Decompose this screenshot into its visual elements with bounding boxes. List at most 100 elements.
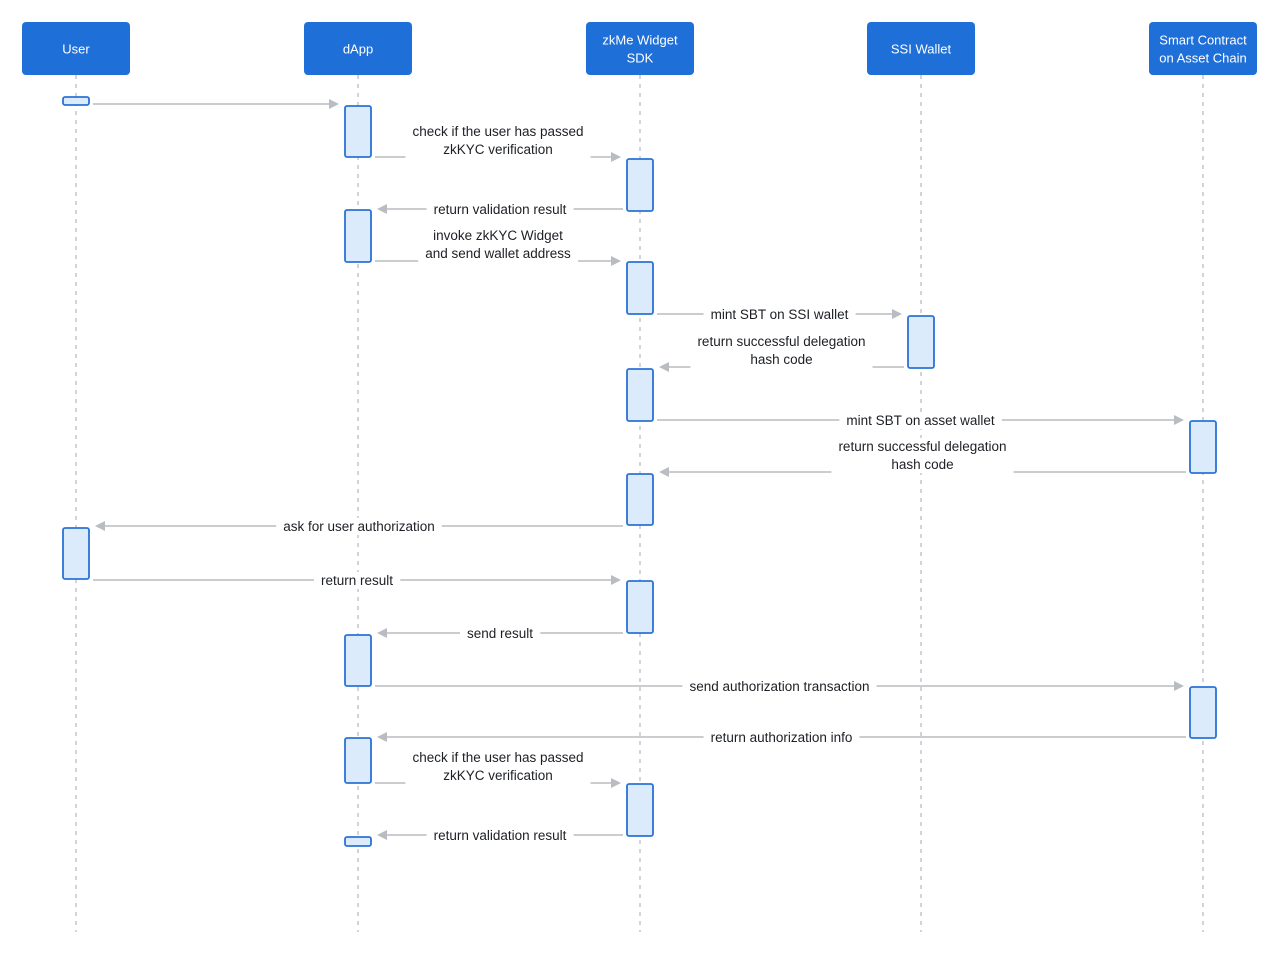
message-label: check if the user has passed zkKYC verifi…: [405, 123, 591, 158]
message-text: return successful delegation: [838, 439, 1006, 454]
message-label: return successful delegation hash code: [831, 438, 1014, 473]
message-2: check if the user has passed zkKYC verifi…: [375, 123, 621, 162]
arrow-head-icon: [659, 362, 669, 372]
message-label-background: [459, 625, 541, 642]
participant-label: dApp: [343, 42, 373, 57]
message-label: send authorization transaction: [682, 678, 877, 695]
message-3: return validation result: [377, 201, 623, 218]
participant-label: on Asset Chain: [1159, 51, 1246, 66]
message-11: send result: [377, 625, 623, 642]
message-10: return result: [93, 572, 621, 589]
message-label: send result: [459, 625, 541, 642]
participant-ssi: SSI Wallet: [867, 22, 975, 75]
message-text: zkKYC verification: [443, 768, 553, 783]
message-text: hash code: [750, 352, 812, 367]
activation-bar-ssi: [907, 315, 935, 369]
arrow-head-icon: [611, 152, 621, 162]
activation-bar-user: [62, 96, 90, 106]
message-label-background: [703, 306, 856, 323]
message-1: [93, 99, 339, 109]
arrow-head-icon: [611, 575, 621, 585]
arrow-head-icon: [611, 778, 621, 788]
arrow-head-icon: [95, 521, 105, 531]
message-label-background: [426, 201, 574, 218]
activation-bar-dapp: [344, 105, 372, 158]
participant-box: [586, 22, 694, 75]
participant-box: [867, 22, 975, 75]
activation-bar-sdk: [626, 783, 654, 837]
participant-label: SSI Wallet: [891, 42, 952, 57]
message-text: check if the user has passed: [412, 124, 583, 139]
message-label-background: [831, 438, 1014, 473]
message-label-background: [405, 749, 591, 784]
message-label: invoke zkKYC Widget and send wallet addre…: [418, 227, 579, 262]
participant-box: [304, 22, 412, 75]
activation-bar-dapp: [344, 836, 372, 847]
message-text: send result: [467, 626, 533, 641]
participant-box: [22, 22, 130, 75]
message-14: check if the user has passed zkKYC verifi…: [375, 749, 621, 788]
message-label-background: [276, 518, 442, 535]
participant-label: Smart Contract: [1159, 33, 1247, 48]
activation-bar-contract: [1189, 686, 1217, 739]
message-text: and send wallet address: [425, 246, 571, 261]
message-text: mint SBT on SSI wallet: [711, 307, 849, 322]
message-label-background: [682, 678, 877, 695]
message-label: ask for user authorization: [276, 518, 442, 535]
message-text: invoke zkKYC Widget: [433, 228, 563, 243]
message-13: return authorization info: [377, 729, 1186, 746]
message-6: return successful delegation hash code: [659, 333, 904, 372]
arrow-head-icon: [1174, 681, 1184, 691]
message-text: return validation result: [434, 828, 567, 843]
activation-bar-sdk: [626, 261, 654, 315]
arrow-head-icon: [659, 467, 669, 477]
message-7: mint SBT on asset wallet: [657, 412, 1184, 429]
message-label: mint SBT on SSI wallet: [703, 306, 856, 323]
message-15: return validation result: [377, 827, 623, 844]
activation-bar-sdk: [626, 473, 654, 526]
message-label: return validation result: [426, 201, 574, 218]
message-text: return successful delegation: [697, 334, 865, 349]
message-label: return result: [313, 572, 401, 589]
participant-box: [1149, 22, 1257, 75]
arrow-head-icon: [377, 732, 387, 742]
participant-label: User: [62, 42, 90, 57]
message-label-background: [703, 729, 860, 746]
message-label-background: [690, 333, 873, 368]
message-label: return successful delegation hash code: [690, 333, 873, 368]
arrow-head-icon: [377, 628, 387, 638]
arrow-head-icon: [329, 99, 339, 109]
activation-bar-dapp: [344, 634, 372, 687]
message-text: hash code: [891, 457, 953, 472]
activation-bar-dapp: [344, 209, 372, 263]
message-text: return validation result: [434, 202, 567, 217]
message-5: mint SBT on SSI wallet: [657, 306, 902, 323]
activation-bar-sdk: [626, 368, 654, 422]
message-4: invoke zkKYC Widget and send wallet addre…: [375, 227, 621, 266]
activation-bar-sdk: [626, 158, 654, 212]
arrow-head-icon: [377, 830, 387, 840]
message-text: ask for user authorization: [283, 519, 435, 534]
activation-bar-sdk: [626, 580, 654, 634]
participant-label: SDK: [627, 51, 654, 66]
participant-contract: Smart Contract on Asset Chain: [1149, 22, 1257, 75]
message-text: mint SBT on asset wallet: [846, 413, 995, 428]
message-label-background: [405, 123, 591, 158]
participant-dapp: dApp: [304, 22, 412, 75]
message-label: mint SBT on asset wallet: [839, 412, 1002, 429]
message-text: zkKYC verification: [443, 142, 553, 157]
participant-label: zkMe Widget: [602, 33, 678, 48]
message-label: return validation result: [426, 827, 574, 844]
message-9: ask for user authorization: [95, 518, 623, 535]
message-text: return result: [321, 573, 393, 588]
message-label-background: [426, 827, 574, 844]
arrow-head-icon: [377, 204, 387, 214]
message-label-background: [839, 412, 1002, 429]
arrow-head-icon: [892, 309, 902, 319]
message-text: check if the user has passed: [412, 750, 583, 765]
message-8: return successful delegation hash code: [659, 438, 1186, 477]
activation-bar-contract: [1189, 420, 1217, 474]
message-label: return authorization info: [703, 729, 860, 746]
